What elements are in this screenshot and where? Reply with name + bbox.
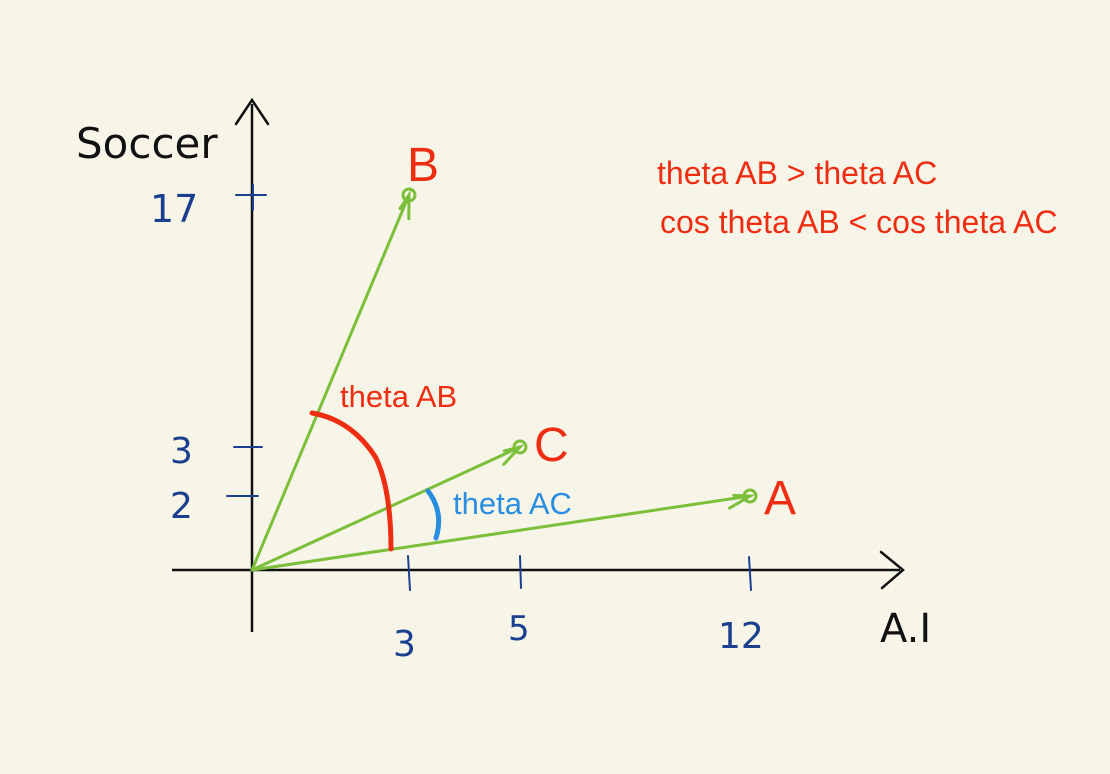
x-tick-label-3: 3 bbox=[393, 624, 416, 665]
vector-c-arrowhead bbox=[502, 444, 525, 466]
vector-c-label: C bbox=[534, 419, 569, 472]
y-axis-label: Soccer bbox=[76, 119, 218, 168]
vector-a-tip bbox=[742, 488, 758, 504]
angle-ac-label: theta AC bbox=[453, 486, 572, 521]
note-line-2: cos theta AB < cos theta AC bbox=[660, 204, 1058, 240]
x-tick-5 bbox=[519, 555, 522, 589]
x-tick-label-5: 5 bbox=[508, 609, 530, 649]
vector-c-tip bbox=[512, 439, 528, 455]
vector-b-line bbox=[250, 193, 411, 572]
angle-ab-label: theta AB bbox=[340, 379, 457, 414]
vector-b-label: B bbox=[407, 139, 439, 192]
vector-c-line bbox=[250, 445, 522, 572]
x-axis-label: A.I bbox=[880, 606, 931, 652]
vector-b-tip bbox=[401, 187, 417, 203]
y-axis-arrowhead bbox=[234, 97, 270, 126]
vector-a-label: A bbox=[764, 472, 796, 525]
y-tick-label-2: 2 bbox=[170, 486, 193, 527]
y-tick-label-17: 17 bbox=[150, 187, 198, 231]
vector-b-arrowhead bbox=[398, 189, 411, 221]
vector-a-arrowhead bbox=[728, 493, 756, 510]
x-axis-arrowhead bbox=[879, 550, 905, 590]
x-tick-3 bbox=[407, 555, 411, 591]
x-tick-12 bbox=[748, 556, 752, 591]
y-tick-label-3: 3 bbox=[170, 431, 193, 472]
y-tick-17 bbox=[235, 184, 267, 211]
vector-a-line bbox=[250, 494, 752, 572]
angle-ab-arc bbox=[309, 410, 394, 552]
tick-marks bbox=[226, 184, 752, 591]
x-tick-label-12: 12 bbox=[718, 616, 764, 657]
angle-ac-arc bbox=[425, 488, 442, 541]
vectors: A B C bbox=[250, 139, 796, 572]
note-line-1: theta AB > theta AC bbox=[657, 155, 937, 191]
